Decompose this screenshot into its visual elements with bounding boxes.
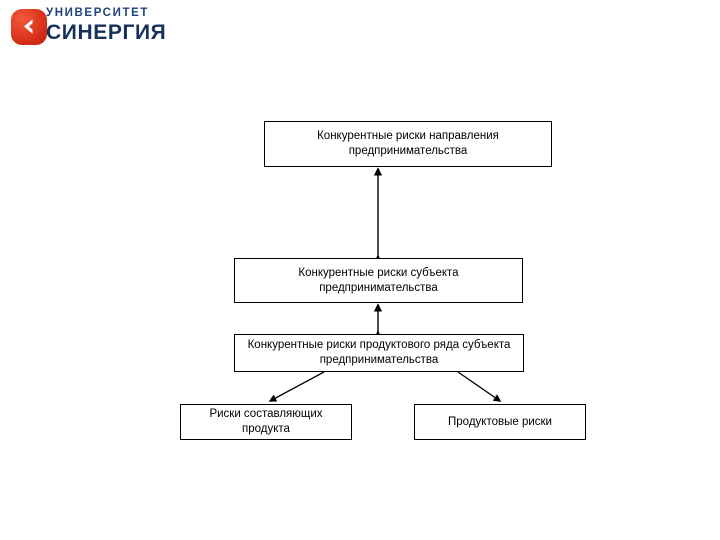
chevron-left-icon [24,19,33,34]
node-component-risks-label: Риски составляющих продукта [209,408,323,435]
brand-header: УНИВЕРСИТЕТ СИНЕРГИЯ [0,0,720,58]
brand-wordmark: УНИВЕРСИТЕТ СИНЕРГИЯ [46,7,276,51]
node-competitive-risks-of-product-line[interactable]: Конкурентные риски продуктового ряда суб… [234,334,524,372]
node-competitive-risks-of-business-direction[interactable]: Конкурентные риски направления предприни… [264,121,552,167]
node-product-risks-label: Продуктовые риски [448,415,552,428]
brand-line-university: УНИВЕРСИТЕТ [46,7,149,19]
connector-product-line-product-risks [457,371,502,402]
node-product-line-label: Конкурентные риски продуктового ряда суб… [247,339,511,366]
node-product-component-risks[interactable]: Риски составляющих продукта [180,404,352,440]
brand-line-synergy: СИНЕРГИЯ [46,21,167,44]
node-product-risks[interactable]: Продуктовые риски [414,404,586,440]
node-subject-label: Конкурентные риски субъекта предпринимат… [298,266,459,294]
synergy-chevron-diamond-logo-icon [8,6,50,48]
node-direction-label: Конкурентные риски направления предприни… [317,130,499,157]
node-competitive-risks-of-business-subject[interactable]: Конкурентные риски субъекта предпринимат… [234,258,523,303]
connector-product-line-component-risks [268,371,325,402]
